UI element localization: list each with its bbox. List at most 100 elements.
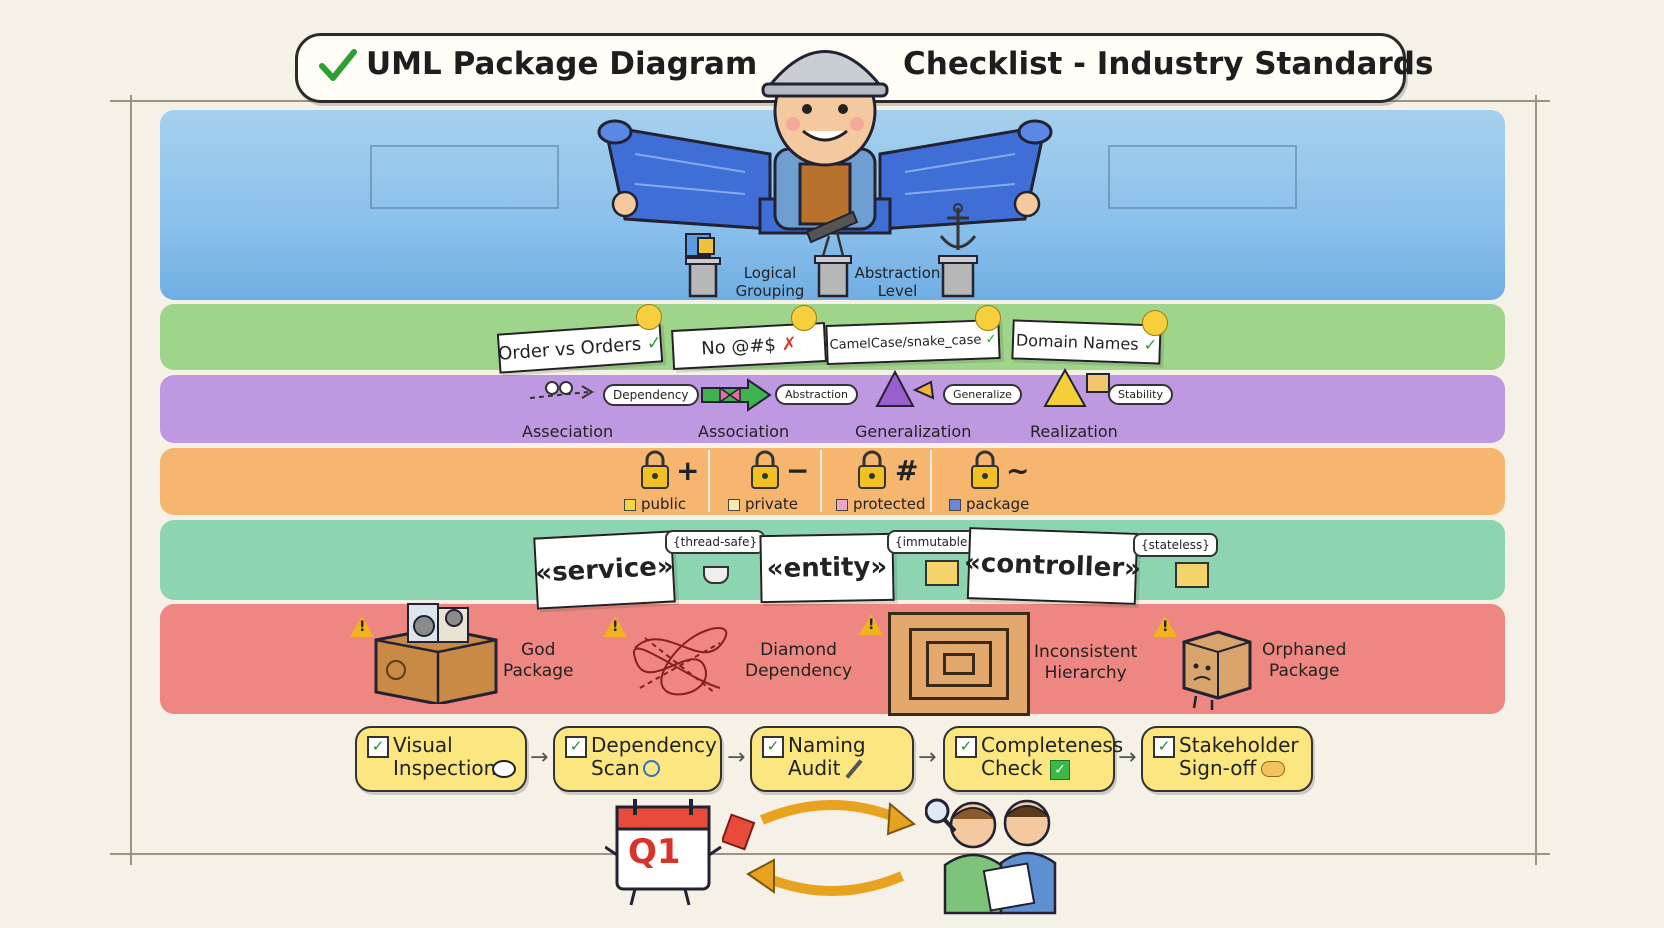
nested-frame-layer	[926, 641, 992, 687]
god-package-box-icon	[374, 603, 498, 704]
engineer-mascot-icon	[597, 50, 1053, 235]
naming-card-3: CamelCase/snake_case ✓	[825, 318, 1001, 366]
flow-arrow-icon: →	[530, 745, 549, 770]
anti-pattern-label-orphaned: Orphaned Package	[1262, 640, 1347, 681]
anti-pattern-label-diamond: Diamond Dependency	[745, 640, 853, 681]
nested-frame-layer	[909, 628, 1009, 700]
nested-frame-icon	[888, 612, 1030, 716]
anti-pattern-label-god: God Package	[503, 640, 574, 681]
visibility-symbol-package: ~	[1006, 454, 1030, 487]
lock-icon	[641, 450, 669, 489]
smiley-icon	[975, 305, 1001, 331]
frame-left-line	[130, 95, 132, 865]
rel-label-1: Asseciation	[522, 422, 614, 441]
rel-label-4: Realization	[1030, 422, 1118, 441]
naming-text-2: No @#$	[700, 334, 777, 359]
lock-icon	[858, 450, 886, 489]
anti-pattern-label-hierarchy: Inconsistent Hierarchy	[1034, 642, 1138, 683]
pillar-puzzle-icon	[685, 233, 721, 298]
step-stakeholder-signoff: ✓ Stakeholder Sign-off	[1141, 726, 1313, 792]
checkmark-icon	[319, 49, 357, 81]
lock-icon	[971, 450, 999, 489]
divider	[930, 450, 932, 512]
step-label: Completeness Check	[981, 733, 1124, 780]
step-completeness-check: ✓ Completeness Check ✓	[943, 726, 1123, 792]
checkbox-icon: ✓	[367, 736, 389, 758]
pillar-label-abstraction: Abstraction Level	[854, 264, 941, 300]
nested-frame-layer	[943, 653, 975, 675]
naming-card-4: Domain Names ✓	[1011, 319, 1162, 365]
rel-label-3: Generalization	[855, 422, 972, 441]
check-icon: ✓	[646, 331, 663, 354]
step-dependency-scan: ✓ Dependency Scan	[553, 726, 722, 792]
triangle-arrow-icon	[875, 369, 935, 407]
band-visibility	[160, 448, 1505, 515]
visibility-symbol-protected: #	[895, 454, 919, 487]
rel-pill-dependency: Dependency	[603, 384, 699, 406]
color-swatch	[949, 498, 961, 511]
sad-box-icon	[1182, 630, 1252, 710]
title-right: Checklist - Industry Standards	[903, 46, 1434, 82]
flow-arrow-icon: →	[918, 745, 937, 770]
visibility-label-public: public	[624, 495, 686, 513]
rel-pill-stability: Stability	[1108, 384, 1174, 405]
handshake-icon	[1261, 761, 1285, 777]
naming-text-3: CamelCase/snake_case	[829, 332, 982, 353]
check-icon: ✓	[1050, 760, 1070, 780]
cup-icon	[703, 566, 729, 584]
calendar-text: Q1	[628, 832, 681, 872]
reviewers-icon	[925, 798, 1057, 915]
divider	[820, 450, 822, 512]
stereotype-controller: «controller»	[964, 527, 1141, 605]
pillar-label-logical: Logical Grouping	[735, 264, 805, 300]
step-naming-audit: ✓ Naming Audit	[750, 726, 914, 792]
flow-arrow-icon: →	[727, 745, 746, 770]
smiley-icon	[791, 305, 817, 331]
color-swatch	[624, 498, 636, 511]
step-label: Dependency Scan	[591, 733, 717, 780]
visibility-label-package: package	[949, 495, 1029, 513]
tag-thread-safe: {thread-safe}	[665, 530, 766, 554]
checkbox-icon: ✓	[565, 736, 587, 758]
check-icon: ✓	[1143, 334, 1158, 354]
pillar-anchor-icon	[938, 203, 978, 298]
warning-icon	[859, 614, 883, 635]
visibility-symbol-private: −	[786, 454, 810, 487]
magnifier-icon	[643, 760, 660, 777]
checkbox-icon: ✓	[955, 736, 977, 758]
tangle-icon	[632, 627, 728, 696]
step-label: Stakeholder Sign-off	[1179, 733, 1299, 780]
color-swatch	[728, 498, 740, 511]
visibility-label-protected: protected	[836, 495, 926, 513]
flow-arrow-icon: →	[1118, 745, 1137, 770]
step-label: Naming Audit	[788, 733, 866, 780]
frame-right-line	[1535, 95, 1537, 865]
color-swatch	[836, 498, 848, 511]
tag-stateless: {stateless}	[1133, 533, 1218, 557]
naming-text-1: Order vs Orders	[497, 333, 642, 365]
naming-text-4: Domain Names	[1015, 330, 1139, 354]
warning-icon	[350, 616, 374, 637]
folder-icon	[925, 560, 959, 586]
tag-immutable: {immutable}	[887, 530, 983, 554]
warning-icon	[603, 616, 627, 637]
rel-pill-generalize: Generalize	[943, 384, 1022, 405]
divider	[708, 450, 710, 512]
blueprint-box-left	[370, 145, 559, 209]
visibility-label-private: private	[728, 495, 798, 513]
blueprint-box-right	[1108, 145, 1297, 209]
check-icon: ✓	[985, 331, 997, 347]
pillar-telescope-icon	[805, 210, 859, 298]
smiley-icon	[1142, 310, 1168, 336]
frame-bottom-line	[110, 853, 1550, 855]
checkbox-icon: ✓	[762, 736, 784, 758]
stereotype-entity: «entity»	[759, 532, 895, 604]
title-left: UML Package Diagram	[366, 46, 758, 82]
lock-icon	[751, 450, 779, 489]
realization-triangle-icon	[1043, 367, 1110, 407]
cross-icon: ✗	[781, 333, 798, 355]
eye-icon	[492, 760, 516, 778]
cycle-arrows-icon	[722, 800, 916, 896]
calendar-icon	[605, 799, 722, 906]
smiley-icon	[636, 304, 662, 330]
